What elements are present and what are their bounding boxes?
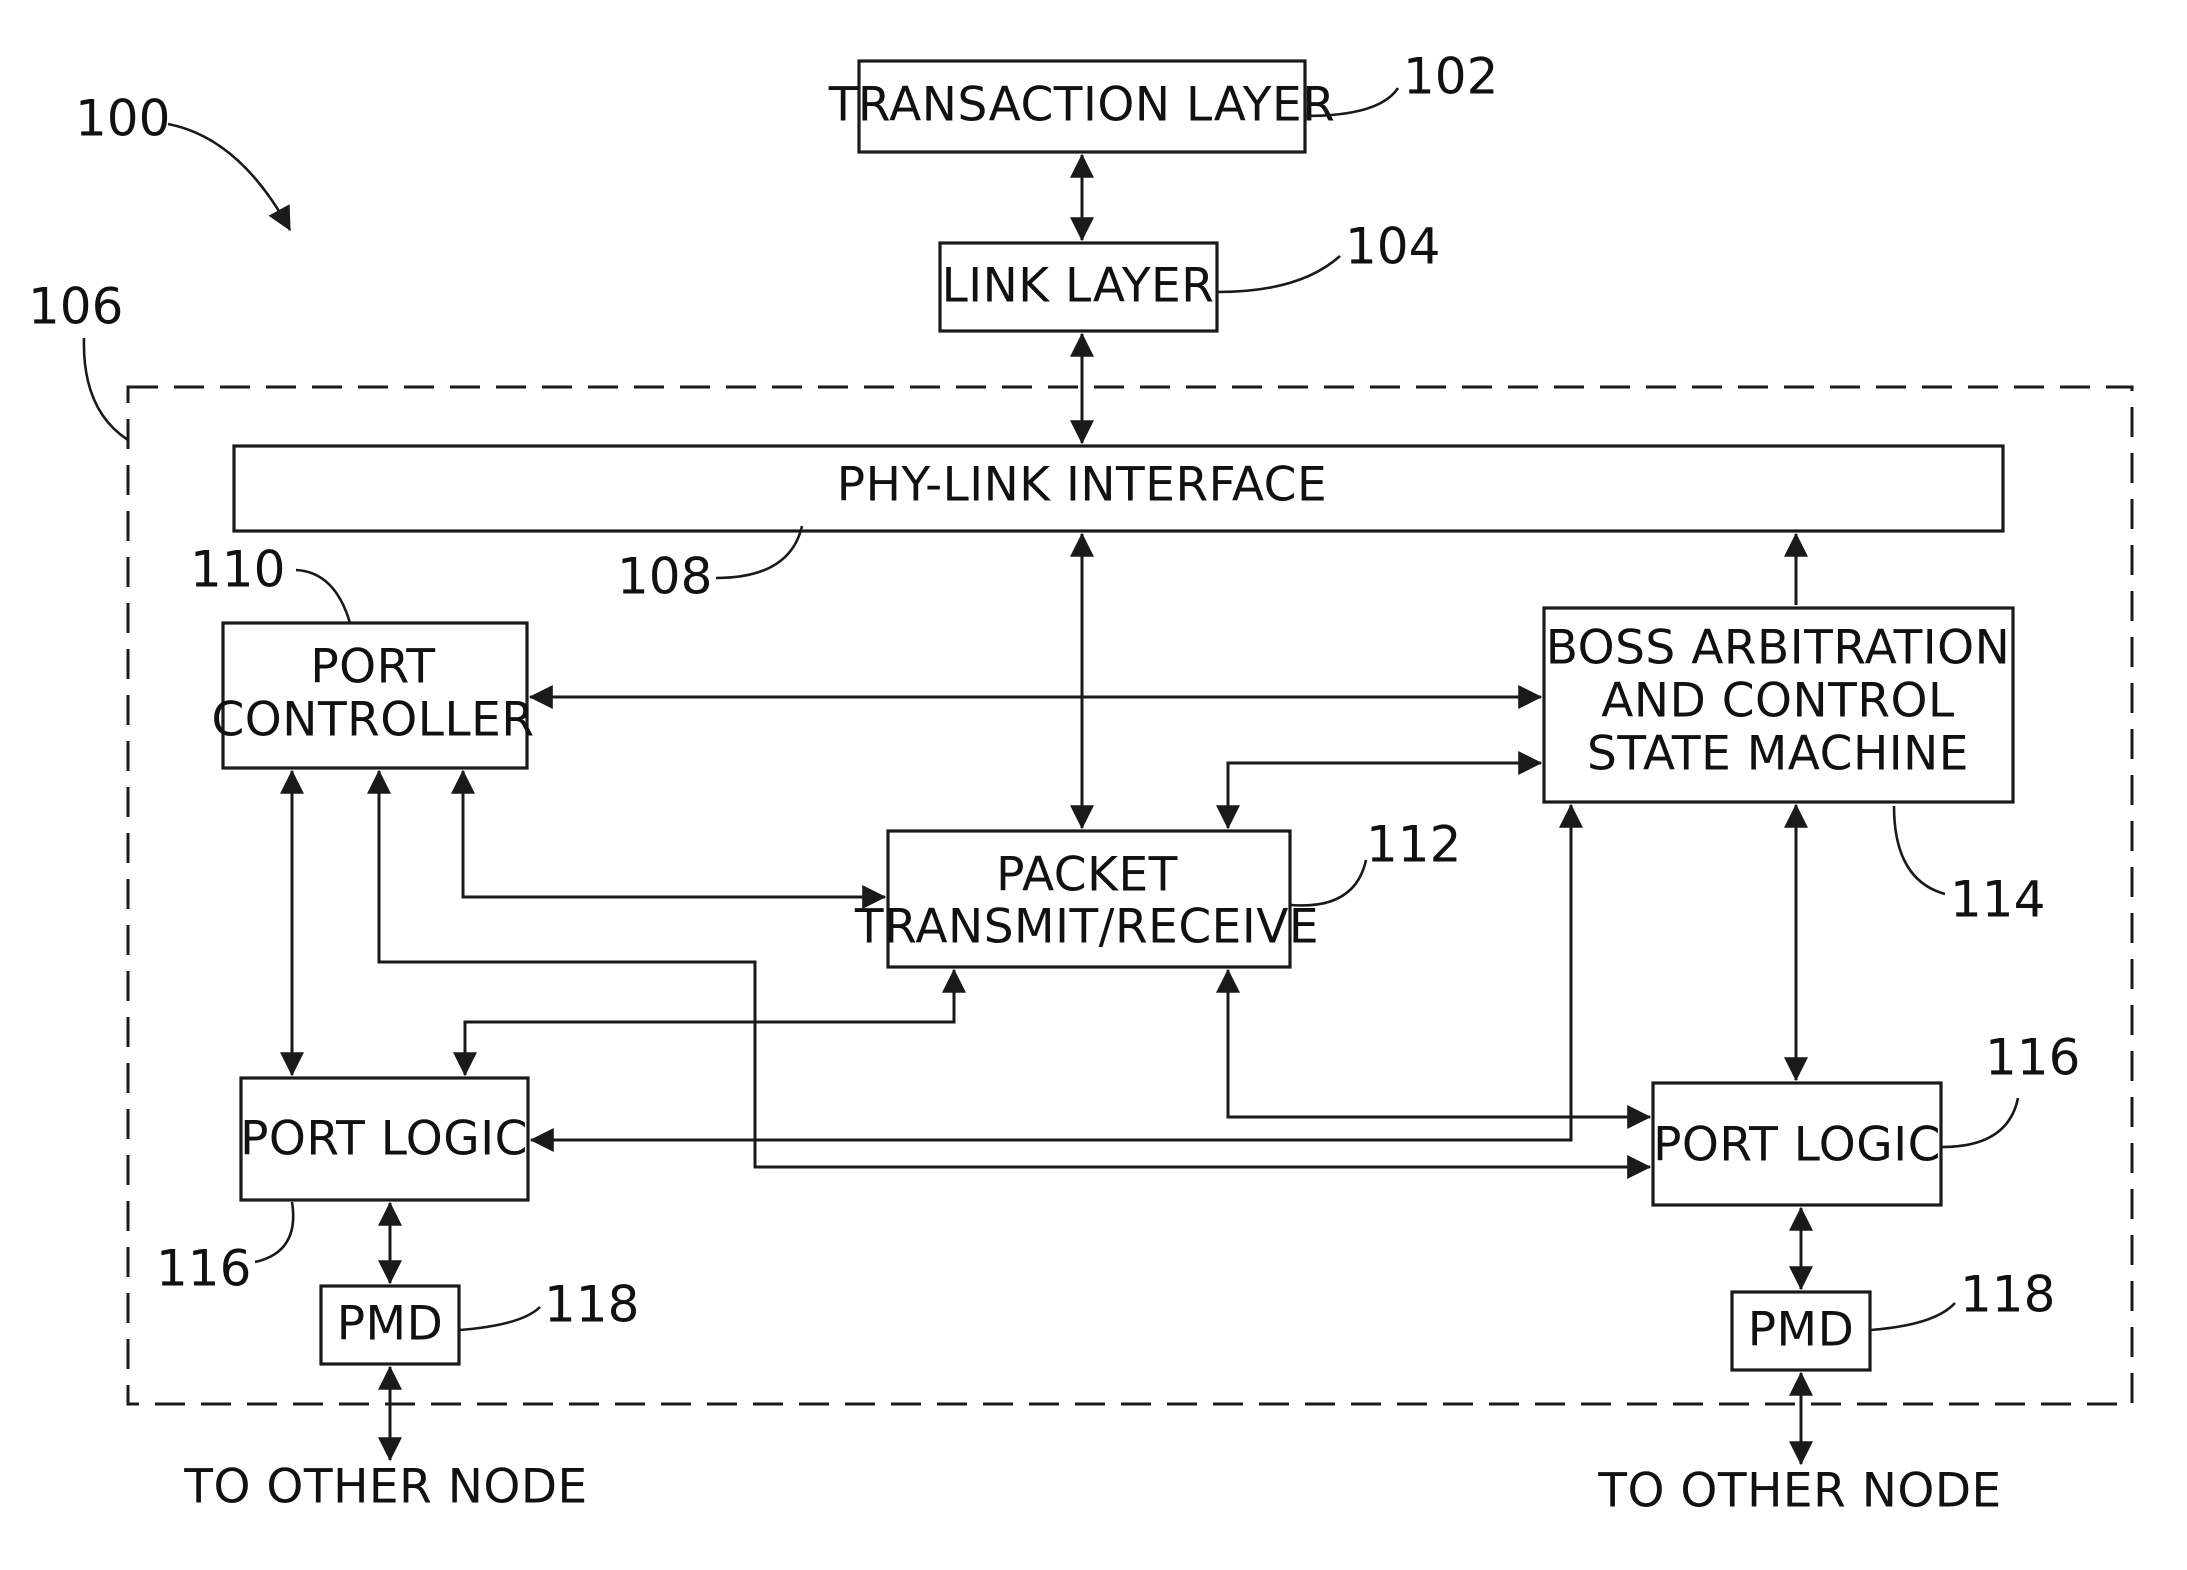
packet-tx-rx-label-line1: PACKET (996, 848, 1178, 903)
packet-tx-rx-block: PACKET TRANSMIT/RECEIVE 112 (854, 816, 1462, 968)
to-other-node-left: TO OTHER NODE (183, 1460, 588, 1515)
pmd-right-label: PMD (1748, 1303, 1855, 1358)
boss-arbitration-label-line3: STATE MACHINE (1587, 727, 1969, 782)
ref-118-right: 118 (1960, 1266, 2055, 1324)
port-logic-left-block: PORT LOGIC 116 (156, 1078, 528, 1298)
controller-packet-connection (463, 771, 885, 897)
packet-portlogic-left-connection (465, 970, 954, 1075)
port-controller-block: PORT CONTROLLER 110 (190, 541, 535, 769)
phy-link-interface-block: PHY-LINK INTERFACE 108 (234, 446, 2003, 606)
ref-106-leader (84, 338, 128, 440)
ref-114-leader (1894, 806, 1945, 894)
link-layer-label: LINK LAYER (942, 259, 1215, 314)
transaction-layer-block: TRANSACTION LAYER 102 (828, 48, 1499, 153)
phy-link-interface-label: PHY-LINK INTERFACE (837, 458, 1327, 513)
ref-118-right-leader (1871, 1303, 1955, 1330)
ref-100: 100 (75, 90, 170, 148)
pmd-left-label: PMD (337, 1297, 444, 1352)
ref-104-leader (1218, 256, 1340, 292)
pmd-left-block: PMD 118 (321, 1276, 639, 1365)
connections (292, 155, 1801, 1464)
transaction-layer-label: TRANSACTION LAYER (828, 78, 1336, 133)
boss-arbitration-label-line2: AND CONTROL (1601, 674, 1954, 729)
port-logic-right-label: PORT LOGIC (1653, 1118, 1941, 1173)
ref-108-leader (716, 526, 802, 578)
ref-102: 102 (1403, 48, 1498, 106)
boss-arbitration-label-line1: BOSS ARBITRATION (1546, 621, 2011, 676)
ref-118-left-leader (460, 1307, 540, 1330)
port-controller-label-line1: PORT (310, 640, 435, 695)
ref-112: 112 (1366, 816, 1461, 874)
port-logic-right-block: PORT LOGIC 116 (1653, 1029, 2080, 1206)
ref-118-left: 118 (544, 1276, 639, 1334)
packet-portlogic-right-connection (1228, 970, 1650, 1117)
to-other-node-right: TO OTHER NODE (1597, 1464, 2002, 1519)
ref-116-right-leader (1942, 1098, 2018, 1147)
ref-106: 106 (28, 278, 123, 336)
ref-100-arrow (168, 124, 290, 230)
system-ref: 100 (75, 90, 290, 231)
ref-110: 110 (190, 541, 285, 599)
packet-tx-rx-label-line2: TRANSMIT/RECEIVE (854, 900, 1319, 955)
ref-114: 114 (1950, 871, 2045, 929)
ref-110-leader (296, 570, 350, 623)
ref-108: 108 (617, 548, 712, 606)
pmd-right-block: PMD 118 (1732, 1266, 2055, 1371)
link-layer-block: LINK LAYER 104 (940, 218, 1440, 332)
ref-116-right: 116 (1985, 1029, 2080, 1087)
port-controller-label-line2: CONTROLLER (211, 693, 534, 748)
port-logic-left-label: PORT LOGIC (240, 1112, 528, 1167)
ref-116-left: 116 (156, 1240, 251, 1298)
ref-116-left-leader (255, 1202, 293, 1262)
ref-104: 104 (1345, 218, 1440, 276)
